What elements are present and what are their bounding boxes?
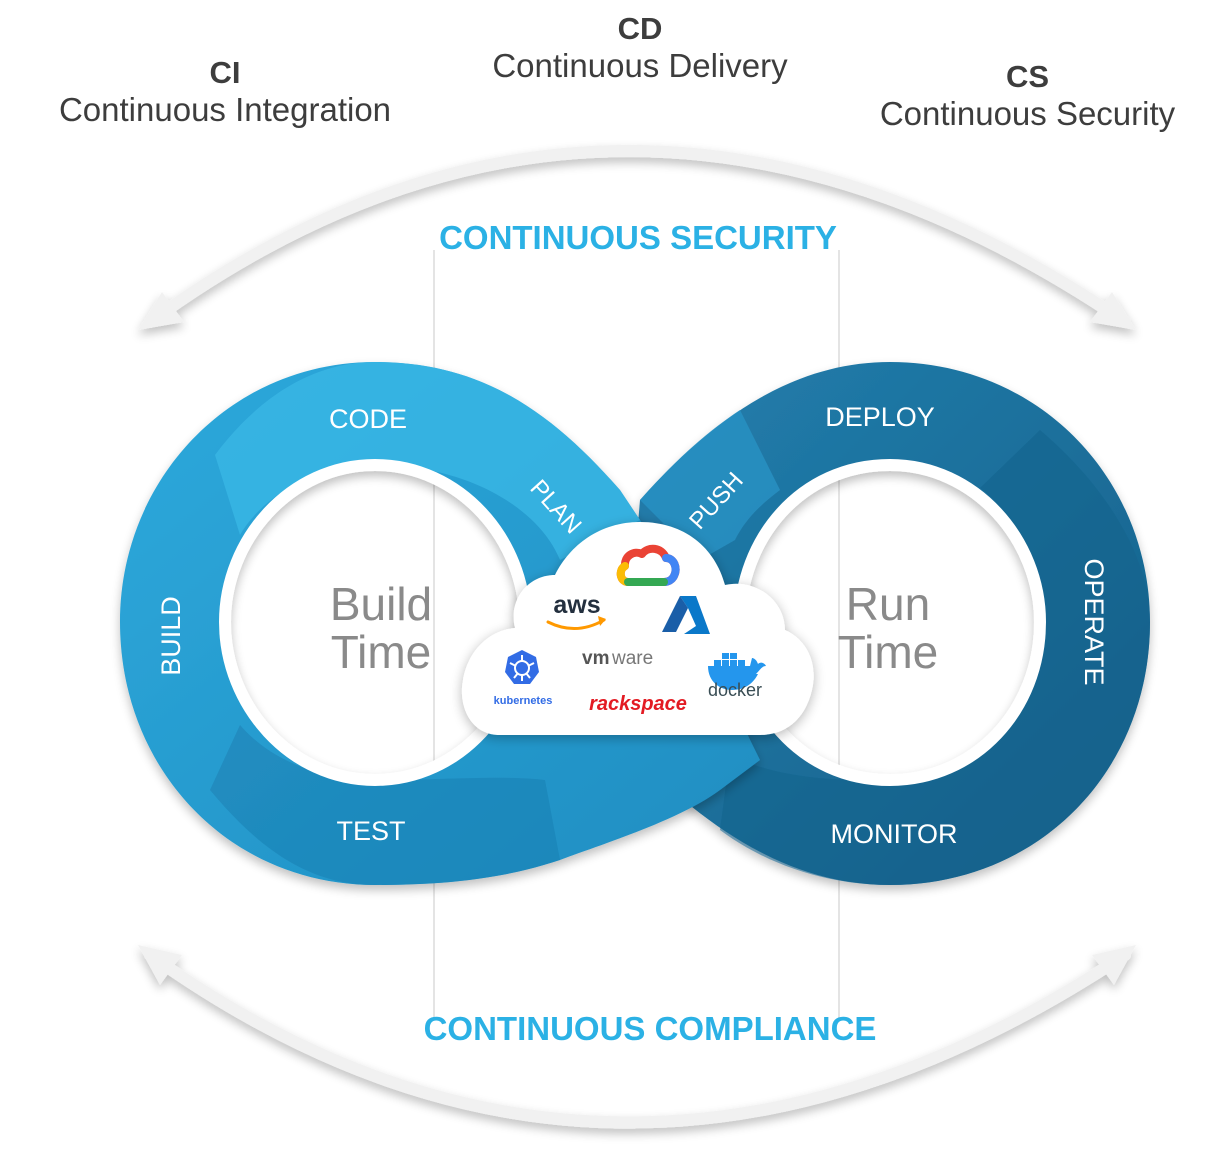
kubernetes-logo-text: kubernetes bbox=[494, 695, 553, 707]
vmware-logo-vm: vm bbox=[582, 648, 609, 669]
continuous-security-label: CONTINUOUS SECURITY bbox=[439, 219, 837, 256]
header-cd: CD Continuous Delivery bbox=[450, 12, 830, 86]
run-time-line1: Run bbox=[846, 578, 930, 630]
cs-abbr: CS bbox=[1005, 59, 1050, 94]
stage-operate: OPERATE bbox=[1079, 558, 1109, 685]
run-time-line2: Time bbox=[838, 626, 939, 678]
aws-logo-text: aws bbox=[553, 591, 600, 619]
continuous-compliance-label: CONTINUOUS COMPLIANCE bbox=[424, 1010, 877, 1047]
header-ci: CI Continuous Integration bbox=[30, 56, 420, 130]
stage-code: CODE bbox=[329, 404, 407, 434]
build-time-line1: Build bbox=[330, 578, 432, 630]
cs-title: Continuous Security bbox=[879, 95, 1176, 132]
azure-icon bbox=[662, 596, 710, 634]
google-cloud-icon bbox=[616, 544, 680, 586]
build-time-line2: Time bbox=[331, 626, 432, 678]
cd-title: Continuous Delivery bbox=[492, 47, 788, 84]
top-arc bbox=[138, 145, 1136, 330]
stage-test: TEST bbox=[336, 816, 405, 846]
bottom-arc bbox=[138, 945, 1136, 1129]
left-loop bbox=[120, 362, 760, 885]
stage-deploy: DEPLOY bbox=[825, 402, 935, 432]
ci-title: Continuous Integration bbox=[58, 91, 392, 128]
stage-build: BUILD bbox=[156, 596, 186, 676]
header-cs: CS Continuous Security bbox=[850, 60, 1205, 134]
docker-icon bbox=[708, 653, 766, 690]
vmware-logo-ware: ware bbox=[611, 648, 653, 669]
ci-abbr: CI bbox=[209, 55, 241, 90]
docker-logo-text: docker bbox=[708, 680, 762, 700]
cd-abbr: CD bbox=[617, 11, 663, 46]
rackspace-logo-text: rackspace bbox=[589, 693, 687, 715]
stage-monitor: MONITOR bbox=[831, 819, 958, 849]
aws-arrow-icon bbox=[598, 616, 606, 626]
kubernetes-icon bbox=[505, 650, 539, 684]
